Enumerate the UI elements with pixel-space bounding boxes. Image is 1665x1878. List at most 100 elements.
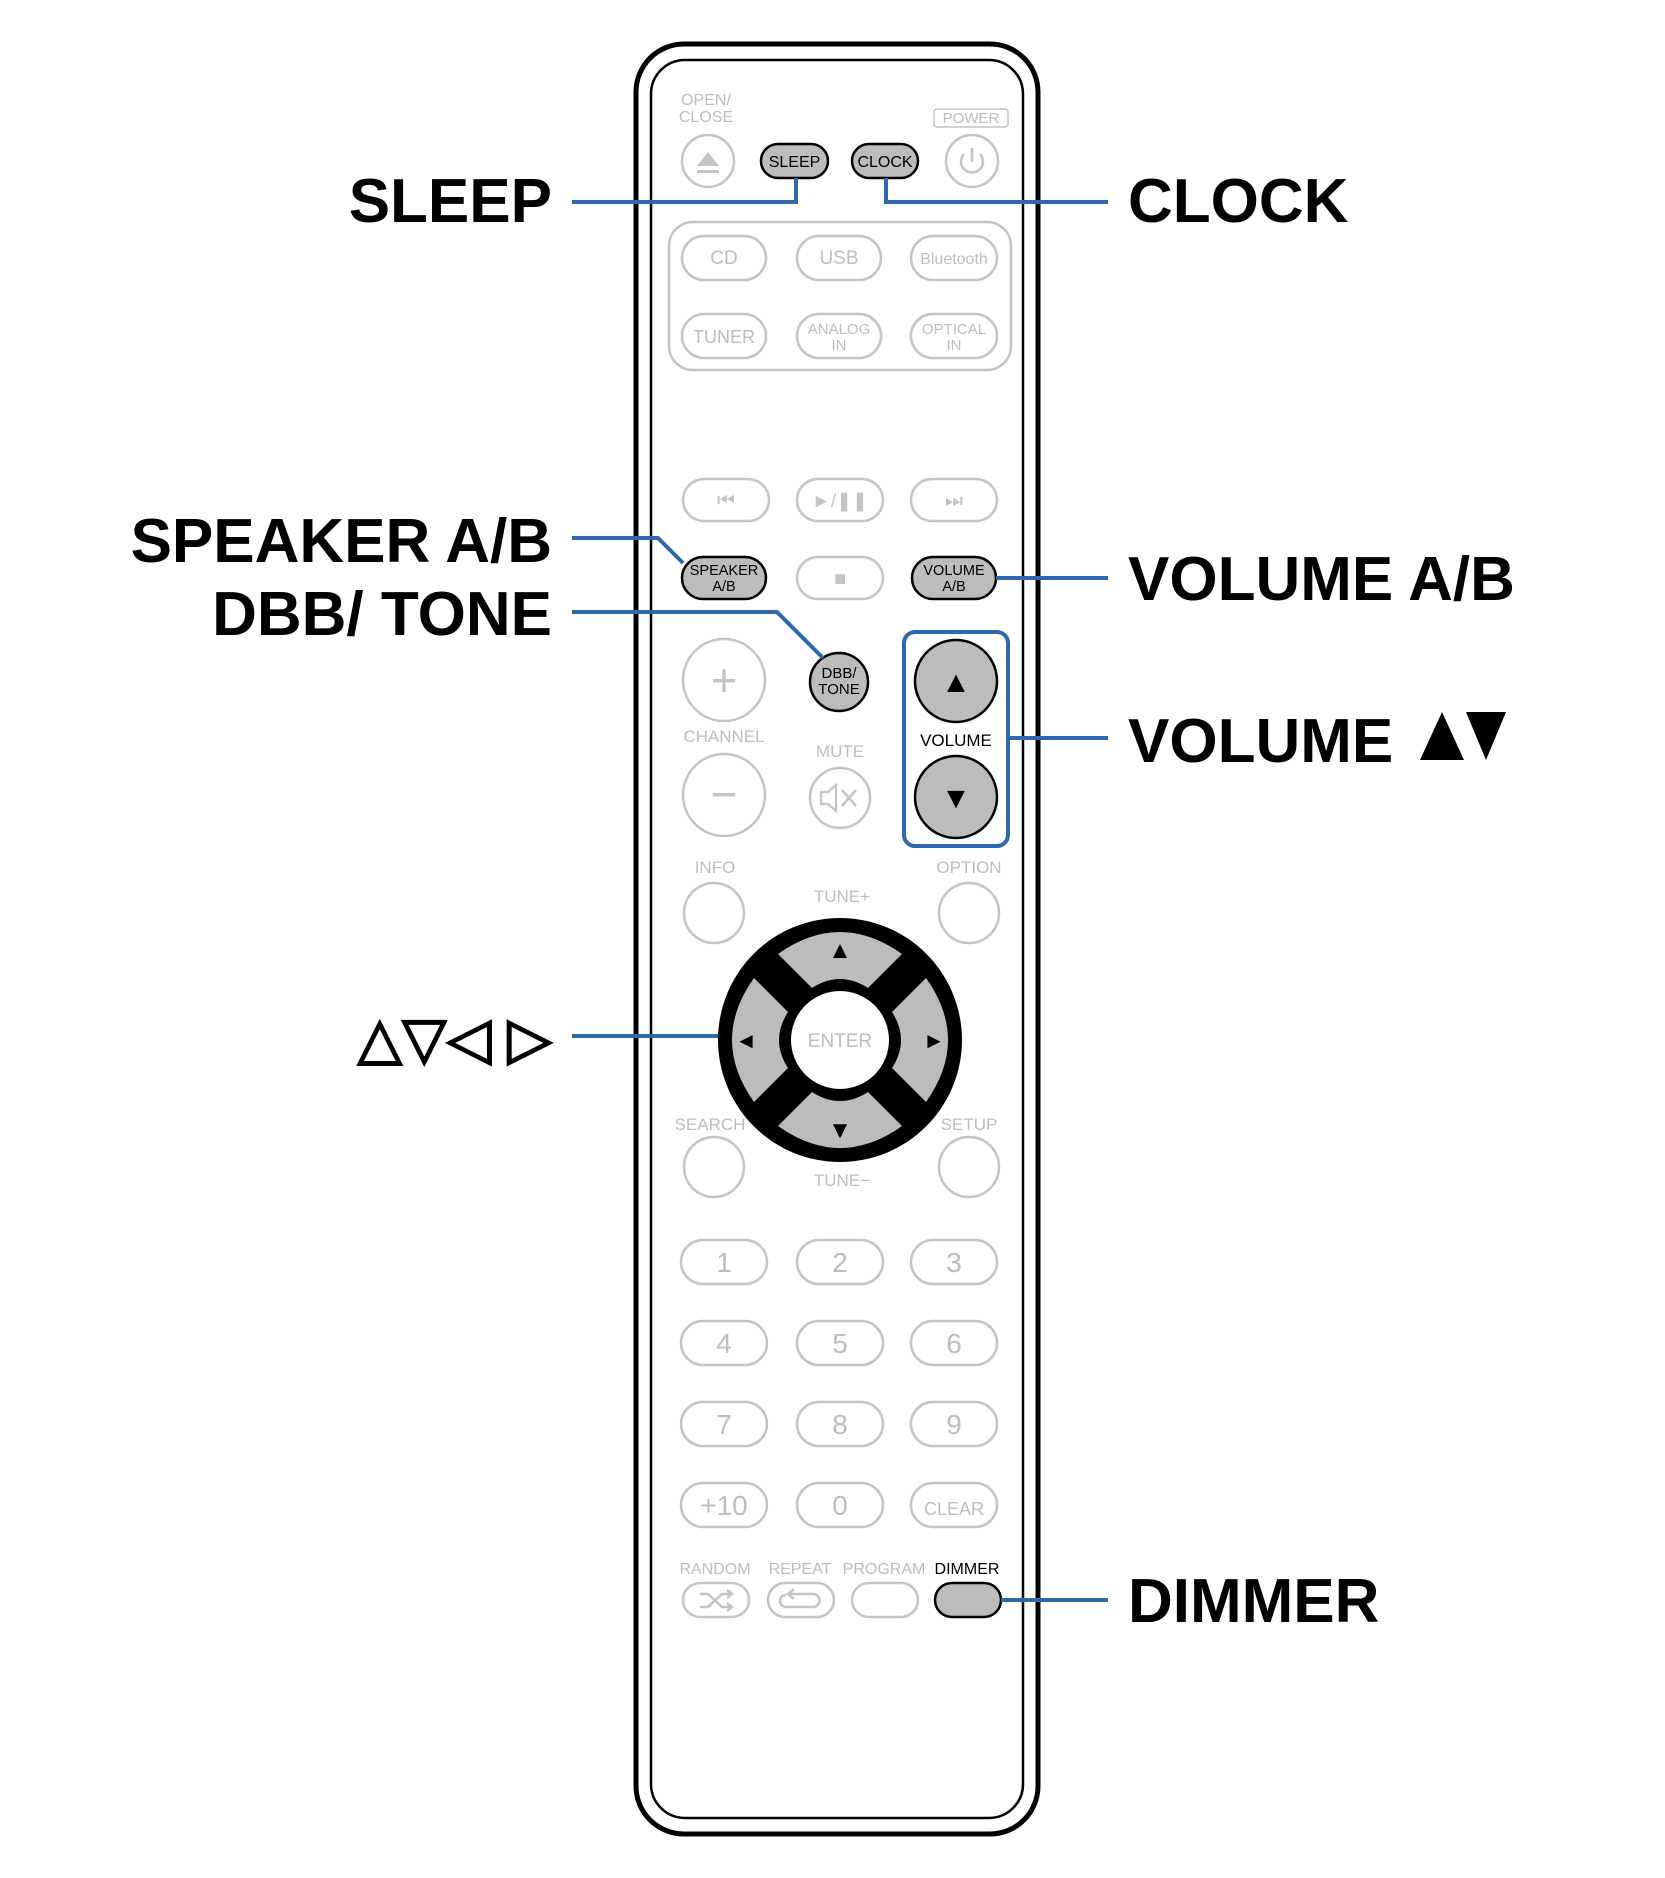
mute-label: MUTE bbox=[816, 742, 864, 761]
cd-label: CD bbox=[710, 248, 737, 269]
volume-label: VOLUME bbox=[920, 731, 992, 750]
cursor-callout-label: △▽◁ ▷ bbox=[355, 1006, 554, 1071]
search-button[interactable] bbox=[682, 1135, 746, 1199]
number-key[interactable]: 1 bbox=[679, 1238, 769, 1286]
power-label: POWER bbox=[933, 108, 1009, 128]
cursor-pad: ▲ ▼ ◄ ► ENTER bbox=[718, 918, 962, 1162]
speaker-ab-button[interactable]: SPEAKER A/B bbox=[680, 555, 768, 601]
number-key[interactable]: 5 bbox=[795, 1319, 885, 1367]
shuffle-icon bbox=[700, 1589, 735, 1612]
open-close-label-1: OPEN/ bbox=[681, 92, 731, 109]
speaker-button-label: SPEAKER bbox=[690, 563, 759, 579]
volume-callout-text: VOLUME bbox=[1128, 707, 1393, 776]
volume-up-icon: ▲ bbox=[941, 666, 971, 699]
number-key[interactable]: 3 bbox=[909, 1238, 999, 1286]
power-button[interactable] bbox=[944, 133, 1000, 189]
open-close-button[interactable] bbox=[680, 133, 736, 189]
number-key[interactable]: 2 bbox=[795, 1238, 885, 1286]
next-button[interactable]: ⏭ bbox=[909, 477, 999, 523]
number-key[interactable]: +10 bbox=[679, 1481, 769, 1529]
channel-plus-button[interactable]: + bbox=[681, 637, 767, 723]
option-label: OPTION bbox=[936, 858, 1001, 877]
optical-label: OPTICAL bbox=[922, 321, 986, 338]
speaker-callout bbox=[572, 536, 685, 565]
number-key[interactable]: 8 bbox=[795, 1400, 885, 1448]
dbb-tone-callout-label: DBB/ TONE bbox=[212, 580, 552, 649]
number-key[interactable]: 7 bbox=[679, 1400, 769, 1448]
enter-button[interactable]: ENTER bbox=[789, 989, 891, 1091]
cursor-right-icon: ► bbox=[923, 1028, 945, 1053]
tone-button-label: TONE bbox=[818, 681, 859, 698]
volume-group: ▲ VOLUME ▼ bbox=[902, 630, 1010, 848]
dbb-tone-button[interactable]: DBB/ TONE bbox=[808, 651, 870, 713]
optical-in-label: IN bbox=[947, 337, 962, 354]
program-label: PROGRAM bbox=[843, 1561, 926, 1578]
info-button[interactable] bbox=[682, 881, 746, 945]
number-key-label: 9 bbox=[946, 1409, 962, 1440]
setup-label: SETUP bbox=[941, 1115, 998, 1134]
number-key[interactable]: 6 bbox=[909, 1319, 999, 1367]
clock-callout-label: CLOCK bbox=[1128, 167, 1349, 236]
sleep-button[interactable]: SLEEP bbox=[759, 142, 830, 180]
speaker-button-ab: A/B bbox=[712, 579, 735, 595]
cursor-left-button[interactable]: ◄ bbox=[732, 978, 788, 1102]
number-key-label: 0 bbox=[832, 1490, 848, 1521]
dimmer-button[interactable] bbox=[933, 1581, 1003, 1619]
stop-button[interactable]: ■ bbox=[795, 555, 885, 601]
cursor-down-icon: ▼ bbox=[828, 1117, 852, 1144]
number-key-label: 1 bbox=[716, 1247, 732, 1278]
number-key[interactable]: CLEAR bbox=[909, 1481, 999, 1529]
channel-minus-button[interactable]: − bbox=[681, 752, 767, 838]
clock-callout bbox=[884, 178, 1108, 204]
number-key[interactable]: 9 bbox=[909, 1400, 999, 1448]
cd-button[interactable]: CD bbox=[680, 234, 768, 282]
clock-button[interactable]: CLOCK bbox=[850, 142, 920, 180]
volume-down-triangle-icon bbox=[1466, 712, 1506, 760]
tune-minus-label: TUNE− bbox=[814, 1171, 870, 1190]
stop-icon: ■ bbox=[834, 568, 846, 590]
dbb-button-label: DBB/ bbox=[821, 665, 857, 682]
number-key-label: 7 bbox=[716, 1409, 732, 1440]
number-key[interactable]: 4 bbox=[679, 1319, 769, 1367]
sleep-callout-label: SLEEP bbox=[349, 167, 552, 236]
cursor-down-button[interactable]: ▼ bbox=[778, 1092, 902, 1148]
analog-label: ANALOG bbox=[808, 321, 871, 338]
repeat-icon bbox=[778, 1588, 821, 1609]
svg-text:POWER: POWER bbox=[943, 110, 1000, 127]
number-key[interactable]: 0 bbox=[795, 1481, 885, 1529]
tuner-button[interactable]: TUNER bbox=[680, 312, 768, 360]
clock-button-label: CLOCK bbox=[857, 154, 912, 171]
volume-ab-callout-label: VOLUME A/B bbox=[1128, 545, 1515, 614]
repeat-label: REPEAT bbox=[769, 1561, 832, 1578]
option-button[interactable] bbox=[937, 881, 1001, 945]
volume-ab-button-ab: A/B bbox=[942, 579, 965, 595]
channel-label: CHANNEL bbox=[683, 727, 764, 746]
analog-in-label: IN bbox=[832, 337, 847, 354]
previous-button[interactable]: ⏮ bbox=[681, 477, 771, 523]
volume-down-button[interactable]: ▼ bbox=[913, 754, 999, 840]
mute-button[interactable] bbox=[808, 766, 872, 830]
bluetooth-button[interactable]: Bluetooth bbox=[909, 234, 999, 282]
search-label: SEARCH bbox=[675, 1115, 746, 1134]
number-key-label: CLEAR bbox=[924, 1499, 984, 1519]
analog-in-button[interactable]: ANALOG IN bbox=[795, 312, 883, 360]
volume-ab-button[interactable]: VOLUME A/B bbox=[910, 555, 998, 601]
program-button[interactable] bbox=[850, 1581, 920, 1619]
info-label: INFO bbox=[695, 858, 736, 877]
cursor-right-button[interactable]: ► bbox=[892, 978, 948, 1102]
cursor-up-button[interactable]: ▲ bbox=[778, 932, 902, 988]
random-button[interactable] bbox=[681, 1581, 751, 1619]
sleep-callout bbox=[572, 178, 798, 204]
source-group: CD USB Bluetooth TUNER ANALOG IN OPTICAL… bbox=[667, 220, 1013, 372]
repeat-button[interactable] bbox=[766, 1581, 836, 1619]
dimmer-callout-label: DIMMER bbox=[1128, 1567, 1379, 1636]
setup-button[interactable] bbox=[937, 1135, 1001, 1199]
enter-label: ENTER bbox=[808, 1031, 872, 1052]
play-pause-button[interactable]: ►/❚❚ bbox=[795, 477, 885, 523]
volume-up-button[interactable]: ▲ bbox=[913, 638, 999, 724]
usb-button[interactable]: USB bbox=[795, 234, 883, 282]
number-key-label: 4 bbox=[716, 1328, 732, 1359]
optical-in-button[interactable]: OPTICAL IN bbox=[909, 312, 999, 360]
usb-label: USB bbox=[819, 248, 858, 269]
number-key-label: 2 bbox=[832, 1247, 848, 1278]
